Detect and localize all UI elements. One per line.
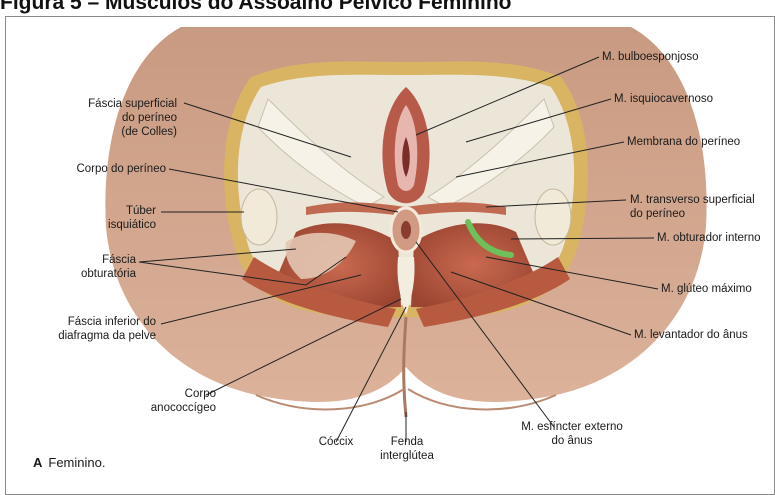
- ischial-tuber-left: [241, 189, 277, 245]
- label-transverso-line2: do períneo: [630, 207, 755, 221]
- label-fascia-obturatoria-line2: obturatória: [46, 267, 136, 281]
- label-fascia-inferior: Fáscia inferior do diafragma da pelve: [36, 315, 156, 343]
- label-corpo-anococcigeo-line1: Corpo: [126, 387, 216, 401]
- label-coccix: Cóccix: [306, 435, 366, 449]
- label-levantador: M. levantador do ânus: [634, 328, 748, 342]
- label-membrana: Membrana do períneo: [627, 135, 740, 149]
- figure-label: A Feminino.: [33, 455, 105, 470]
- label-fascia-inferior-line1: Fáscia inferior do: [36, 315, 156, 329]
- label-tuber: Túber isquiático: [66, 204, 156, 232]
- label-fascia-superficial: Fáscia superficial do períneo (de Colles…: [59, 97, 177, 139]
- label-fascia-obturatoria-line1: Fáscia: [46, 253, 136, 267]
- label-transverso: M. transverso superficial do períneo: [630, 193, 755, 221]
- label-corpo-anococcigeo-line2: anococcígeo: [126, 401, 216, 415]
- figure-caption: Figura 5 – Músculos do Assoalho Pélvico …: [0, 0, 512, 15]
- label-fascia-superficial-line2: do períneo: [59, 111, 177, 125]
- figure-frame: Fáscia superficial do períneo (de Colles…: [5, 16, 775, 495]
- ischial-tuber-right: [535, 189, 571, 245]
- label-bulboesponjoso: M. bulboesponjoso: [602, 50, 699, 64]
- label-gluteo: M. glúteo máximo: [661, 282, 752, 296]
- label-fenda-line2: interglútea: [372, 449, 442, 463]
- label-fascia-superficial-line3: (de Colles): [59, 125, 177, 139]
- anus: [401, 221, 411, 239]
- label-corpo-anococcigeo: Corpo anococcígeo: [126, 387, 216, 415]
- label-obturador: M. obturador interno: [657, 231, 761, 245]
- label-transverso-line1: M. transverso superficial: [630, 193, 755, 207]
- label-tuber-line2: isquiático: [66, 218, 156, 232]
- label-tuber-line1: Túber: [66, 204, 156, 218]
- label-isquiocavernoso: M. isquiocavernoso: [614, 92, 713, 106]
- label-fenda-line1: Fenda: [372, 435, 442, 449]
- label-esfincter-line2: do ânus: [512, 434, 632, 448]
- label-fascia-inferior-line2: diafragma da pelve: [36, 329, 156, 343]
- label-corpo-perineo: Corpo do períneo: [46, 162, 166, 176]
- label-fenda: Fenda interglútea: [372, 435, 442, 463]
- label-fascia-superficial-line1: Fáscia superficial: [59, 97, 177, 111]
- label-esfincter-line1: M. esfíncter externo: [512, 420, 632, 434]
- label-esfincter: M. esfíncter externo do ânus: [512, 420, 632, 448]
- label-fascia-obturatoria: Fáscia obturatória: [46, 253, 136, 281]
- figure-name: Feminino.: [48, 455, 105, 470]
- figure-letter: A: [33, 455, 42, 470]
